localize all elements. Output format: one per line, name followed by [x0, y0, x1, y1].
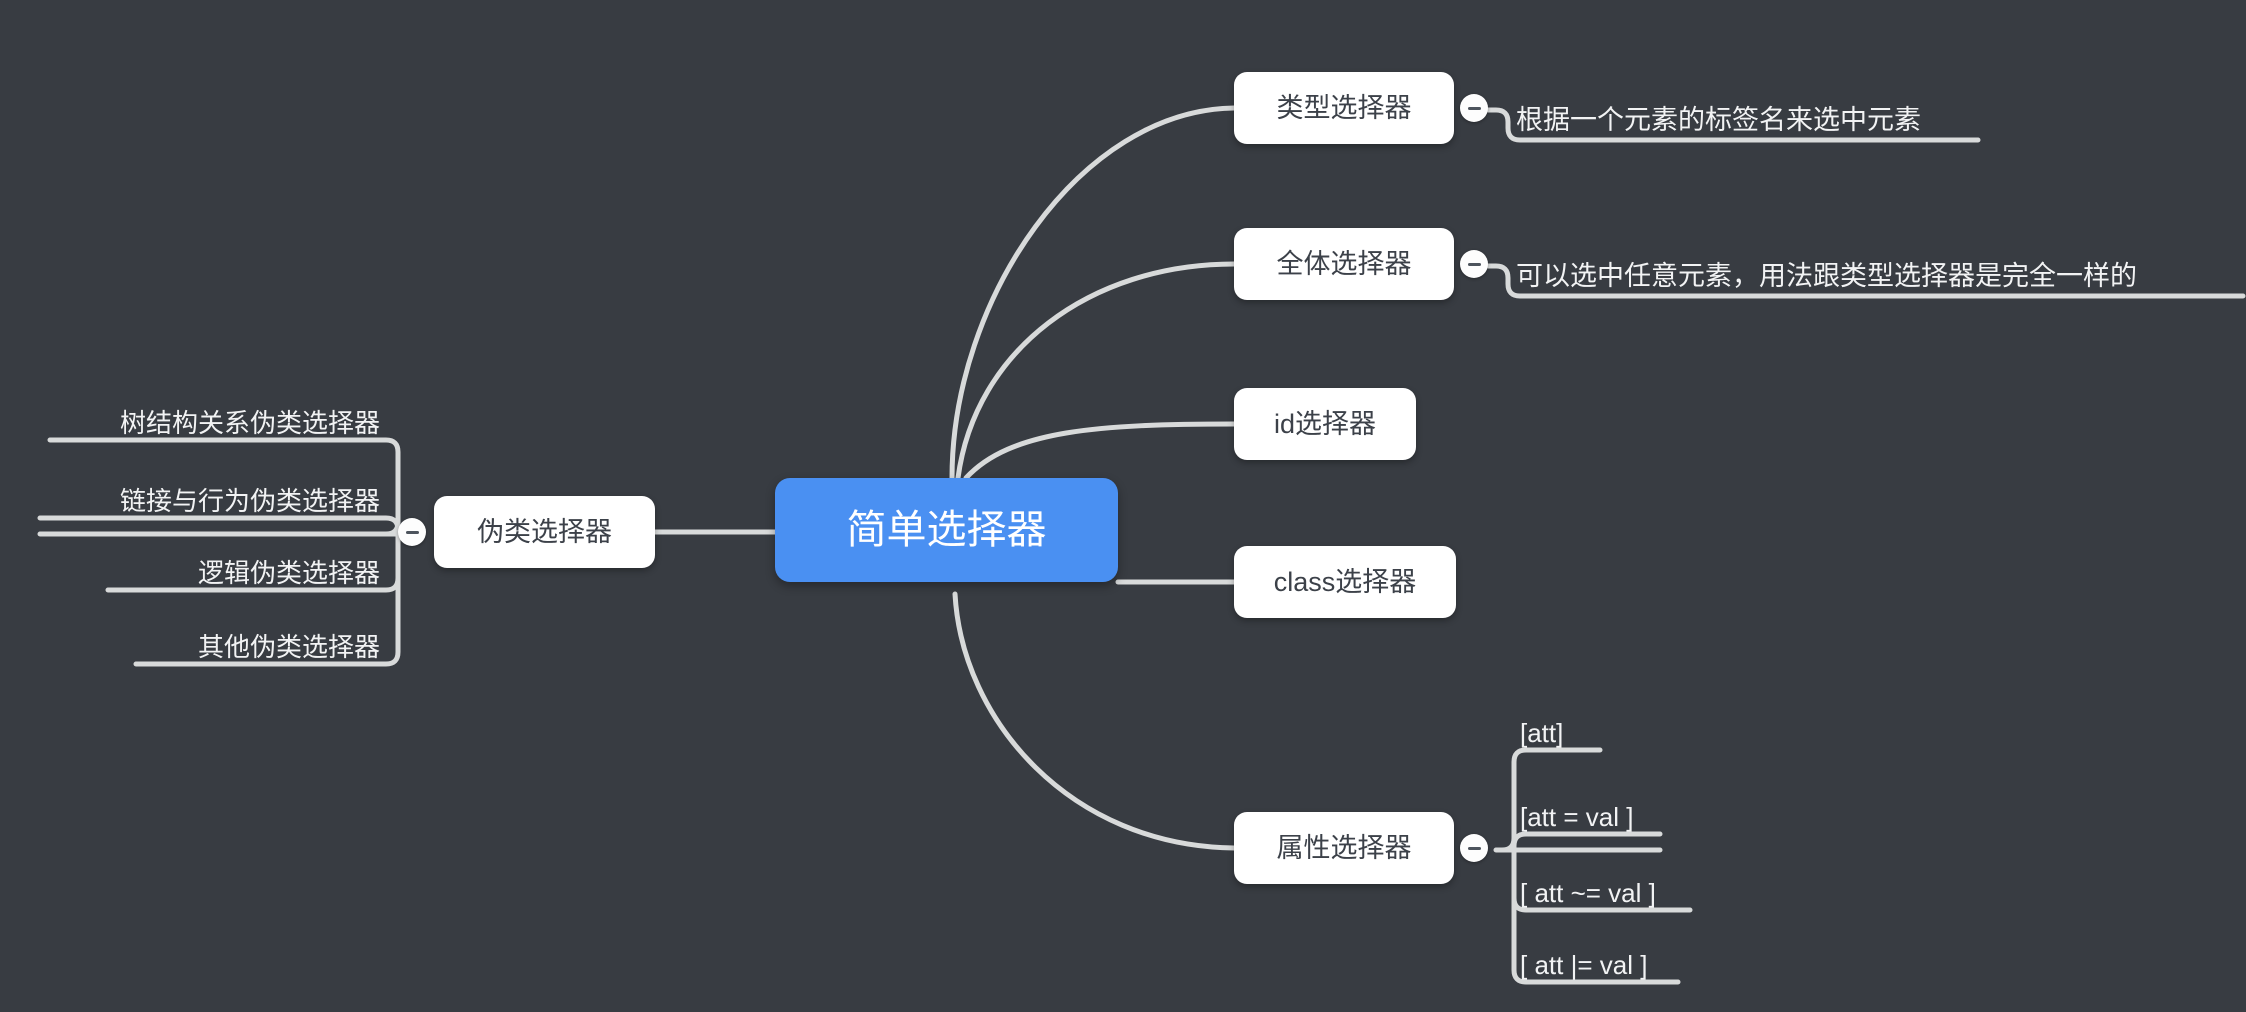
node-type-selector-label: 类型选择器	[1276, 92, 1412, 123]
subnode-attr-att-eq-val-label: [att = val ]	[1520, 802, 1634, 832]
node-universal-selector-label: 全体选择器	[1276, 248, 1412, 279]
subnode-pseudo-logical[interactable]: 逻辑伪类选择器	[108, 528, 380, 586]
root-node[interactable]: 简单选择器	[775, 478, 1118, 582]
toggle-attribute-selector[interactable]	[1460, 834, 1488, 862]
minus-icon	[1467, 106, 1481, 110]
edge-root-to-id	[963, 421, 1237, 481]
minus-icon	[1467, 846, 1481, 850]
minus-icon	[405, 530, 419, 534]
toggle-type-selector[interactable]	[1460, 94, 1488, 122]
subnode-pseudo-tree-structure[interactable]: 树结构关系伪类选择器	[50, 378, 380, 436]
subnode-universal-selector-desc-label: 可以选中任意元素，用法跟类型选择器是完全一样的	[1516, 261, 2137, 291]
subnode-pseudo-logical-label: 逻辑伪类选择器	[197, 558, 380, 588]
edge-root-to-universal	[955, 261, 1237, 481]
node-pseudo-class-selector[interactable]: 伪类选择器	[434, 496, 655, 568]
toggle-pseudo-class-selector[interactable]	[398, 518, 426, 546]
minus-icon	[1467, 262, 1481, 266]
edge-root-to-type	[949, 105, 1237, 481]
node-class-selector[interactable]: class选择器	[1234, 546, 1456, 618]
subnode-universal-selector-desc[interactable]: 可以选中任意元素，用法跟类型选择器是完全一样的	[1516, 230, 2137, 290]
node-pseudo-class-selector-label: 伪类选择器	[477, 516, 612, 547]
node-id-selector-label: id选择器	[1273, 408, 1376, 439]
edge-root-to-attr	[952, 591, 1237, 851]
node-universal-selector[interactable]: 全体选择器	[1234, 228, 1454, 300]
node-attribute-selector-label: 属性选择器	[1276, 832, 1412, 863]
subnode-pseudo-other-label: 其他伪类选择器	[197, 632, 380, 662]
subnode-type-selector-desc-label: 根据一个元素的标签名来选中元素	[1516, 105, 1921, 135]
root-node-label: 简单选择器	[846, 508, 1047, 552]
node-attribute-selector[interactable]: 属性选择器	[1234, 812, 1454, 884]
subnode-type-selector-desc[interactable]: 根据一个元素的标签名来选中元素	[1516, 74, 1921, 134]
subnode-attr-att-eq-val[interactable]: [att = val ]	[1520, 772, 1633, 830]
subnode-attr-att-pipe-val-label: [ att |= val ]	[1520, 950, 1648, 980]
toggle-universal-selector[interactable]	[1460, 250, 1488, 278]
node-id-selector[interactable]: id选择器	[1234, 388, 1416, 460]
subnode-attr-att-pipe-val[interactable]: [ att |= val ]	[1520, 920, 1647, 978]
subnode-attr-att-tilde-val[interactable]: [ att ~= val ]	[1520, 848, 1656, 906]
subnode-pseudo-link-behavior[interactable]: 链接与行为伪类选择器	[40, 456, 380, 514]
node-type-selector[interactable]: 类型选择器	[1234, 72, 1454, 144]
subnode-attr-att[interactable]: [att]	[1520, 688, 1563, 746]
subnode-pseudo-other[interactable]: 其他伪类选择器	[136, 602, 380, 660]
subnode-pseudo-link-behavior-label: 链接与行为伪类选择器	[119, 486, 380, 516]
subnode-attr-att-tilde-val-label: [ att ~= val ]	[1520, 878, 1656, 908]
subnode-attr-att-label: [att]	[1520, 718, 1564, 748]
subnode-pseudo-tree-structure-label: 树结构关系伪类选择器	[119, 408, 380, 438]
node-class-selector-label: class选择器	[1273, 566, 1417, 597]
